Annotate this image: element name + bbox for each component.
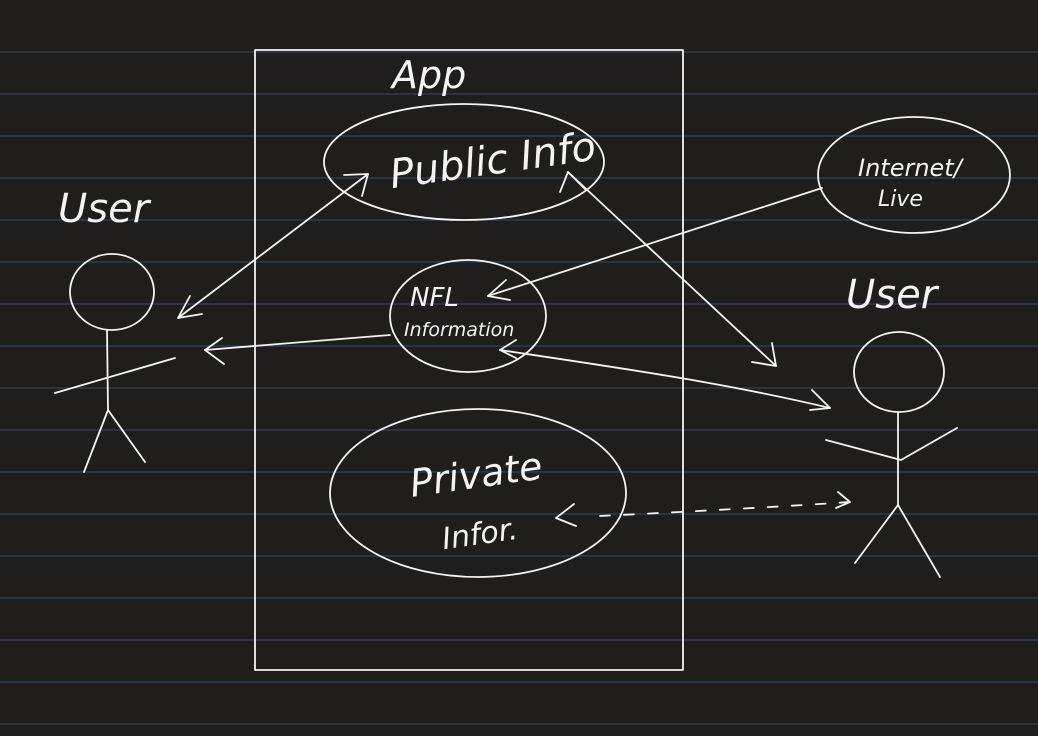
system-label: App — [389, 53, 466, 97]
left-actor — [54, 253, 176, 473]
use-case-nfl-label-1: NFL — [410, 283, 459, 313]
right-actor-label: User — [846, 272, 940, 318]
external-internet-live — [817, 116, 1011, 234]
use-case-nfl-information — [389, 259, 547, 373]
associations — [177, 171, 851, 527]
system-boundary — [254, 49, 684, 671]
external-label-2: Live — [878, 187, 923, 212]
use-case-private-label-2: Infor. — [440, 512, 520, 557]
use-case-private-label-1: Private — [407, 444, 545, 506]
ruled-lines — [0, 51, 1038, 725]
use-case-public-info — [323, 103, 605, 221]
right-actor — [825, 331, 958, 578]
use-case-private-info — [329, 408, 627, 578]
use-case-public-info-label: Public Info — [387, 124, 599, 198]
external-label-1: Internet/ — [858, 154, 965, 182]
use-case-nfl-label-2: Information — [404, 319, 514, 341]
left-actor-label: User — [58, 186, 152, 232]
